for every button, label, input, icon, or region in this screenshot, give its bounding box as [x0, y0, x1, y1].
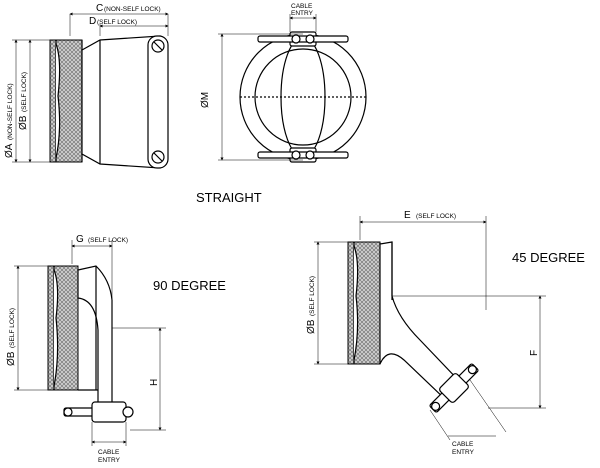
dim-f-label: F: [529, 350, 540, 356]
dim-b-ninety-note: (SELF LOCK): [9, 308, 16, 348]
dim-b-straight-note: (SELF LOCK): [21, 72, 28, 112]
fortyfive-cable-entry-2: ENTRY: [452, 449, 475, 456]
straight-coupling-ring: [49, 39, 83, 163]
dim-b-ninety-label: ØB: [6, 351, 17, 366]
dim-b-fortyfive-note: (SELF LOCK): [309, 276, 316, 316]
dim-e-label: E: [404, 210, 411, 221]
fortyfive-coupling-ring: [347, 241, 381, 365]
ninety-degree-view: G (SELF LOCK) ØB (SELF LOCK) H CABLE ENT…: [6, 234, 226, 464]
fortyfive-degree-view: E (SELF LOCK) ØB (SELF LOCK) F CABLE ENT…: [306, 210, 585, 456]
straight-clamp-bar: [147, 35, 169, 169]
ninety-cable-entry-1: CABLE: [98, 449, 120, 456]
dim-d-note: (SELF LOCK): [97, 19, 137, 26]
dim-a-note: (NON-SELF LOCK): [7, 83, 14, 140]
dim-e-note: (SELF LOCK): [416, 213, 456, 220]
straight-end-view: CABLE ENTRY ØM STRAIGHT: [196, 3, 367, 205]
ninety-coupling-ring: [47, 265, 79, 391]
straight-title: STRAIGHT: [196, 190, 262, 205]
dim-a-label: ØA: [4, 143, 15, 158]
fortyfive-cable-entry-1: CABLE: [452, 441, 474, 448]
dim-g-label: G: [76, 234, 84, 245]
fortyfive-title: 45 DEGREE: [512, 250, 585, 265]
ninety-cable-entry-2: ENTRY: [98, 457, 121, 464]
dim-b-straight-label: ØB: [18, 115, 29, 130]
end-view-cable-entry-2: ENTRY: [291, 10, 314, 17]
end-view-outer-ring: [239, 33, 367, 161]
dim-m-label: ØM: [200, 92, 211, 108]
dim-b-fortyfive-label: ØB: [306, 319, 317, 334]
ninety-title: 90 DEGREE: [153, 278, 226, 293]
straight-side-view: C (NON-SELF LOCK) D (SELF LOCK) ØA (NON-…: [4, 3, 169, 169]
dim-d-label: D: [89, 16, 96, 27]
dim-c-label: C: [96, 3, 103, 14]
dim-c-note: (NON-SELF LOCK): [104, 6, 161, 13]
ninety-elbow-body: [77, 265, 113, 409]
end-view-cable-entry-1: CABLE: [291, 3, 313, 10]
dim-h-label: H: [149, 379, 160, 386]
dim-g-note: (SELF LOCK): [88, 237, 128, 244]
